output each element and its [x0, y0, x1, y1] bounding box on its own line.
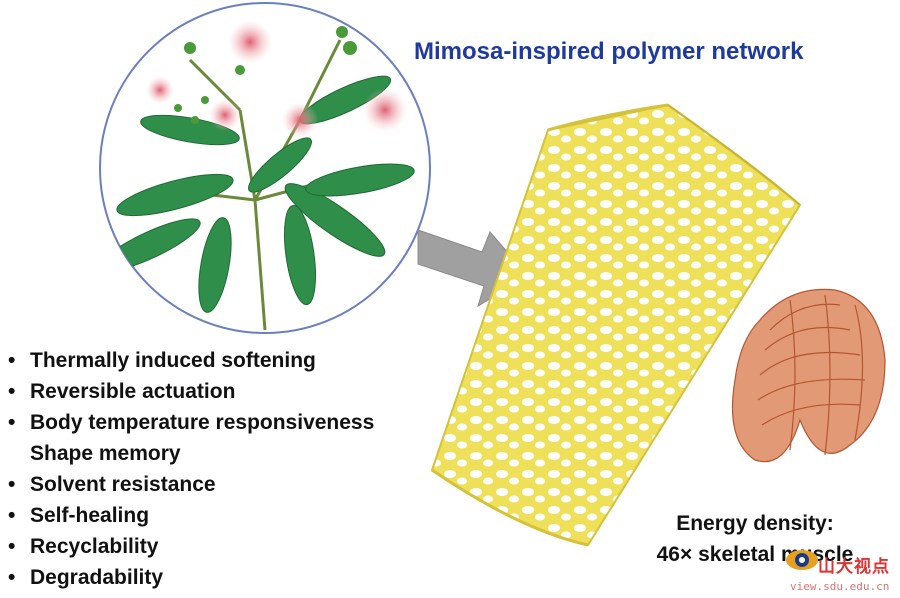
watermark-logo: 山大视点 view.sdu.edu.cn — [784, 540, 900, 598]
polymer-mesh-tube — [430, 103, 802, 547]
mimosa-plant-illustration — [99, 2, 431, 334]
property-item: • Self-healing — [8, 500, 374, 531]
figure-title: Mimosa-inspired polymer network — [414, 38, 804, 65]
property-label: Recyclability — [30, 535, 159, 558]
property-item: • Reversible actuation — [8, 376, 374, 407]
property-label: Solvent resistance — [30, 473, 216, 496]
property-label: Reversible actuation — [30, 380, 236, 403]
energy-density-label: Energy density: — [676, 512, 834, 535]
bullet: • — [8, 349, 16, 372]
property-item: • Degradability — [8, 562, 374, 593]
bullet: • — [8, 411, 16, 434]
property-label: Shape memory — [30, 442, 181, 465]
muscle-illustration — [731, 288, 886, 463]
bullet: • — [8, 473, 16, 496]
watermark-url: view.sdu.edu.cn — [790, 580, 890, 593]
property-item: • Solvent resistance — [8, 469, 374, 500]
bullet: • — [8, 380, 16, 403]
property-label: Degradability — [30, 566, 164, 589]
property-item: • Recyclability — [8, 531, 374, 562]
property-list: • Thermally induced softening • Reversible… — [8, 345, 374, 593]
property-item: • Thermally induced softening — [8, 345, 374, 376]
property-label: Thermally induced softening — [30, 349, 316, 372]
property-label: Self-healing — [30, 504, 150, 527]
property-label: Body temperature responsiveness — [30, 411, 375, 434]
property-item: Shape memory — [8, 438, 374, 469]
bullet: • — [8, 504, 16, 527]
eye-logo-icon — [786, 550, 818, 570]
bullet: • — [8, 535, 16, 558]
watermark-chinese-text: 山大视点 — [818, 557, 890, 576]
bullet: • — [8, 566, 16, 589]
property-item: • Body temperature responsiveness — [8, 407, 374, 438]
